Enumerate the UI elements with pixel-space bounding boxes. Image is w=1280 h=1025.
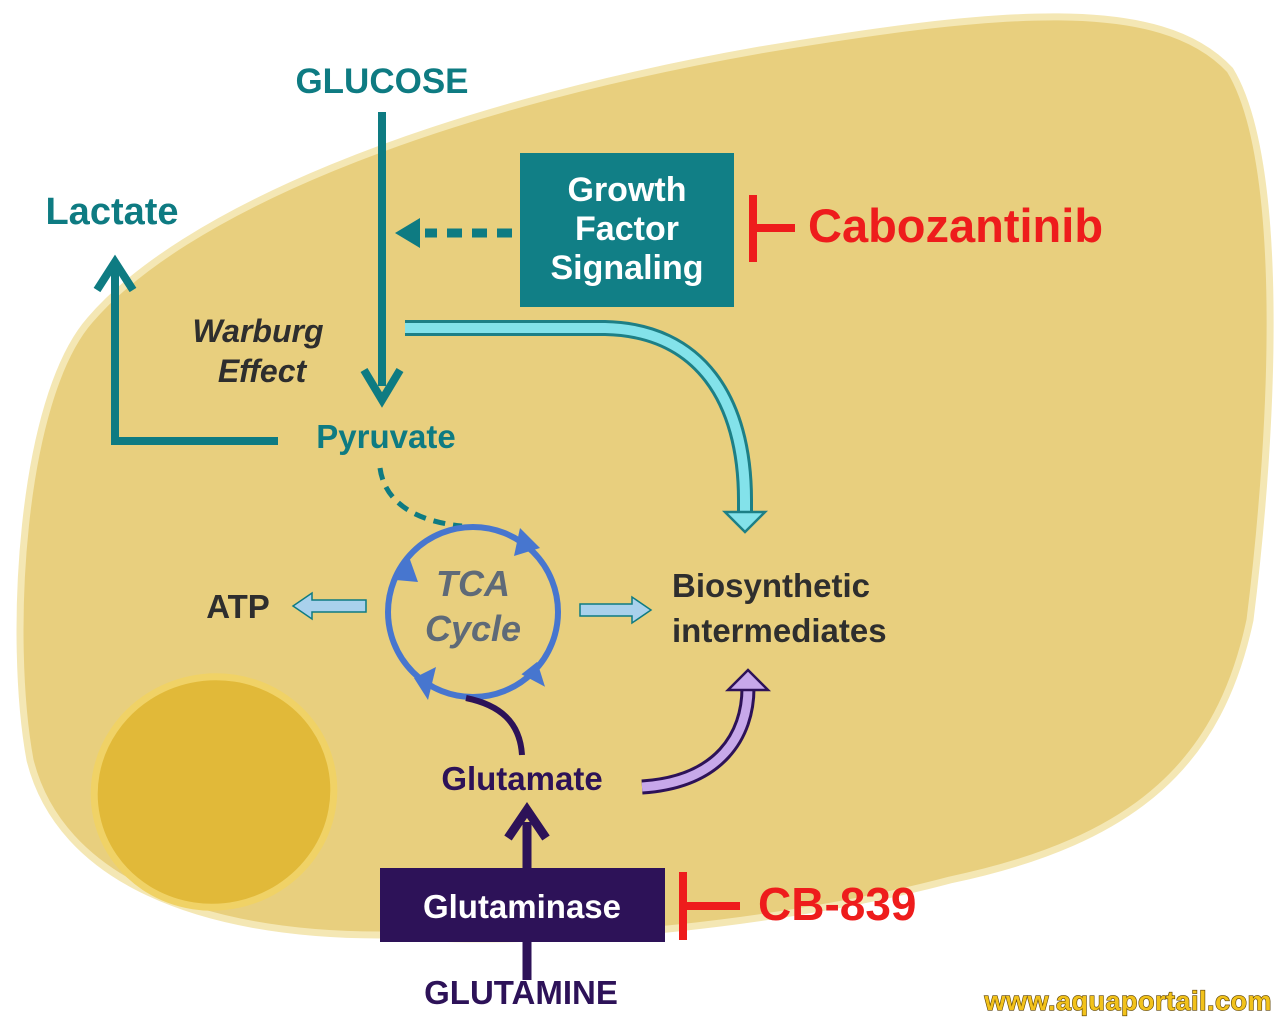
arrowhead-icon (395, 218, 420, 248)
tca-label-line1: TCA (436, 563, 510, 604)
arrowhead-icon (504, 801, 550, 841)
glutaminase-box (380, 868, 665, 942)
pyruvate-to-tca-dashed-arrow (377, 467, 463, 529)
glutamine-label: GLUTAMINE (424, 974, 618, 1011)
growth-factor-label-line1: Growth (568, 171, 687, 209)
warburg-label-line1: Warburg (193, 313, 324, 349)
growth-factor-dotted-arrow (395, 218, 512, 248)
pyruvate-to-lactate-arrow (93, 254, 278, 445)
glucose-to-biosynthetic-arrow (405, 320, 769, 534)
cabozantinib-label: Cabozantinib (808, 199, 1103, 252)
t-bar-inhibitor-icon (749, 195, 795, 262)
growth-factor-box (520, 153, 734, 307)
glutamate-to-tca-arrow (465, 695, 525, 756)
cb839-label: CB-839 (758, 878, 917, 930)
lactate-label: Lactate (45, 191, 178, 233)
arrowhead-icon (521, 661, 546, 687)
watermark-text: www.aquaportail.com (983, 986, 1272, 1016)
arrowhead-icon (396, 554, 418, 582)
glutamate-label: Glutamate (441, 760, 602, 797)
glucose-to-pyruvate-arrow (360, 112, 404, 408)
t-bar-inhibitor-icon (679, 872, 740, 940)
glutamate-to-biosynthetic-arrow (641, 668, 772, 795)
atp-label: ATP (206, 588, 270, 625)
glucose-label: GLUCOSE (295, 62, 468, 101)
cell-membrane (16, 13, 1274, 943)
biosynthetic-label-line1: Biosynthetic (672, 567, 870, 604)
growth-factor-label-line3: Signaling (551, 249, 704, 287)
arrowhead-icon (93, 254, 137, 293)
pyruvate-label: Pyruvate (316, 418, 455, 455)
biosynthetic-label-line2: intermediates (672, 612, 887, 649)
tca-to-biosynthetic-arrow (579, 595, 653, 625)
growth-factor-label-line2: Factor (575, 210, 679, 248)
tca-to-atp-arrow (291, 591, 367, 621)
nucleus (90, 673, 338, 911)
warburg-label-line2: Effect (218, 353, 308, 389)
tca-label-line2: Cycle (425, 608, 521, 649)
arrowhead-icon (514, 528, 540, 556)
arrowhead-icon (724, 668, 772, 692)
arrowhead-icon (721, 510, 769, 534)
arrowhead-icon (360, 367, 404, 408)
arrowhead-icon (414, 667, 436, 700)
glutaminase-label: Glutaminase (423, 888, 621, 925)
